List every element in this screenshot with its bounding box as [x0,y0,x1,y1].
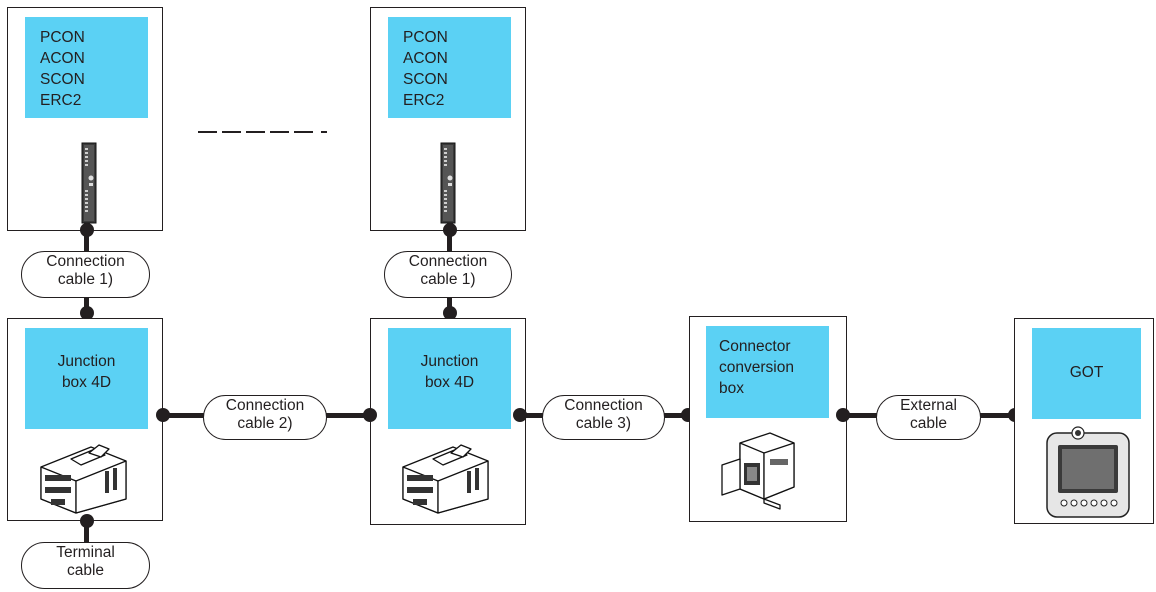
connector-dot [80,223,94,237]
connection-cable-1-left: Connection cable 1) [21,251,150,298]
controller-model-acon: ACON [403,50,448,67]
connection-cable-2: Connection cable 2) [203,395,327,440]
cable-label-line2: cable 3) [575,415,632,432]
controller-model-scon: SCON [40,71,85,88]
controller-model-erc2: ERC2 [403,92,445,109]
cable-label-line1: Terminal [56,544,115,561]
junction-box-line2: box 4D [61,374,112,391]
connection-cable-1-right: Connection cable 1) [384,251,512,298]
cable-label-line2: cable [66,562,105,579]
cable-label-line1: Connection [564,397,643,414]
cable-label-line1: Connection [408,253,488,270]
terminal-cable-line [84,520,89,544]
junction-box-1: Junction box 4D [7,318,163,521]
converter-line3: box [719,380,744,397]
junction-box-icon [402,444,489,514]
controller-model-pcon: PCON [403,29,448,46]
connector-dot [443,223,457,237]
got-label: GOT [1032,328,1141,419]
controller-model-acon: ACON [40,50,85,67]
controller-unit-1: PCON ACON SCON ERC2 [7,7,163,231]
got-label-text: GOT [1069,364,1104,381]
connector-conversion-box: Connector conversion box [689,316,847,522]
junction-box-label-1: Junction box 4D [25,328,148,429]
continuation-dash [270,131,289,133]
got-unit: GOT [1014,318,1154,524]
connector-dot [80,514,94,528]
junction-box-line1: Junction [420,353,479,370]
cable-label-line2: cable 1) [57,271,114,288]
connector-dot [443,306,457,320]
cable-label-line1: Connection [46,253,125,270]
controller-label-2: PCON ACON SCON ERC2 [388,17,511,118]
connector-conversion-box-icon [721,432,795,510]
terminal-cable: Terminal cable [21,542,150,589]
servo-controller-icon [440,142,456,224]
controller-model-scon: SCON [403,71,448,88]
connection-cable-3: Connection cable 3) [542,395,665,440]
converter-line1: Connector [719,338,791,355]
continuation-dash [222,131,241,133]
continuation-dash [294,131,313,133]
controller-label-1: PCON ACON SCON ERC2 [25,17,148,118]
junction-box-line2: box 4D [424,374,475,391]
junction-box-label-2: Junction box 4D [388,328,511,429]
connector-dot [80,306,94,320]
converter-line2: conversion [719,359,794,376]
junction-box-2: Junction box 4D [370,318,526,525]
controller-model-erc2: ERC2 [40,92,82,109]
got-panel-icon [1046,426,1130,518]
continuation-dash [246,131,265,133]
connector-dot [363,408,377,422]
cable-label-line1: Connection [225,397,305,414]
continuation-dash [321,131,327,133]
cable-label-line2: cable 1) [420,271,476,288]
cable-label-line1: External [900,397,957,414]
connector-conversion-box-label: Connector conversion box [706,326,829,418]
servo-controller-icon [81,142,97,224]
connector-dot [836,408,850,422]
cable-label-line2: cable [909,415,948,432]
cable-label-line2: cable 2) [237,415,293,432]
controller-unit-2: PCON ACON SCON ERC2 [370,7,526,231]
junction-box-line1: Junction [57,353,116,370]
continuation-dash [198,131,217,133]
junction-box-icon [40,444,127,514]
connector-dot [156,408,170,422]
connector-dot [513,408,527,422]
external-cable: External cable [876,395,981,440]
controller-model-pcon: PCON [40,29,85,46]
